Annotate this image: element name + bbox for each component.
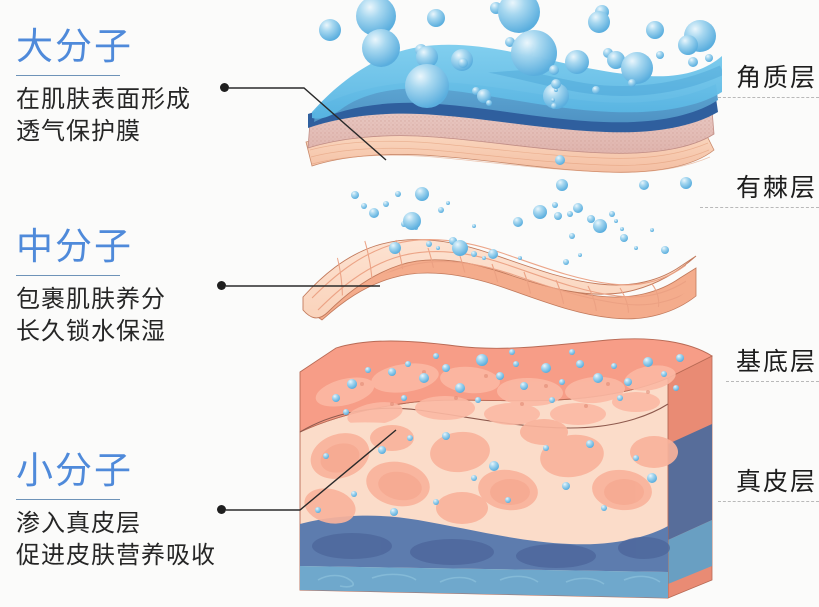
layer-dash-stratum-spinosum (700, 207, 819, 208)
top-bubbles (319, 0, 716, 191)
block-top-droplets (332, 349, 684, 415)
bottom-block-group (299, 338, 713, 599)
leader-dot-medium-molecule (217, 281, 226, 290)
heading-rule (16, 275, 120, 276)
desc-large-line2: 透气保护膜 (16, 117, 141, 145)
layer-dash-dermis (718, 501, 819, 502)
desc-medium-line1: 包裹肌肤养分 (16, 286, 166, 313)
layer-label-stratum-basale: 基底层 (736, 348, 818, 376)
top-blue-sheet (312, 44, 722, 119)
block-base-band (300, 566, 668, 598)
middle-layer-group (302, 187, 697, 321)
layer-dash-stratum-basale (726, 381, 819, 382)
desc-small-line2: 促进皮肤营养吸收 (16, 541, 216, 569)
layer-label-stratum-corneum: 角质层 (736, 64, 818, 92)
info-block-large-molecule: 大分子 在肌肤表面形成 透气保护膜 (16, 28, 191, 148)
desc-large-line1: 在肌肤表面形成 (16, 86, 191, 113)
middle-droplets (351, 187, 669, 265)
desc-small-line1: 渗入真皮层 (16, 510, 141, 537)
top-layer-group (305, 0, 722, 191)
desc-medium-line2: 长久锁水保湿 (16, 317, 166, 345)
top-dark-edge (308, 98, 718, 133)
heading-rule (16, 75, 120, 76)
heading-medium-molecule: 中分子 (16, 226, 133, 267)
leader-dot-large-molecule (220, 83, 229, 92)
layer-dash-stratum-corneum (718, 97, 819, 98)
heading-rule (16, 499, 120, 500)
layer-label-dermis: 真皮层 (736, 468, 818, 496)
info-block-small-molecule: 小分子 渗入真皮层 促进皮肤营养吸收 (16, 452, 216, 572)
heading-small-molecule: 小分子 (16, 450, 133, 491)
info-block-medium-molecule: 中分子 包裹肌肤养分 长久锁水保湿 (16, 228, 166, 348)
layer-label-stratum-spinosum: 有棘层 (736, 174, 818, 202)
heading-large-molecule: 大分子 (16, 26, 133, 67)
leader-dot-small-molecule (217, 505, 226, 514)
